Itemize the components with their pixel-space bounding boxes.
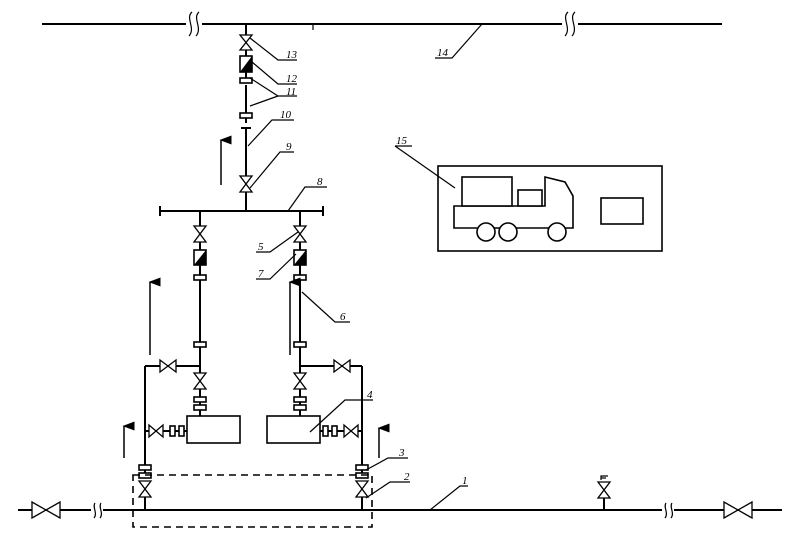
label-1: 1 [462,475,468,487]
pipe-break-icon [91,502,103,519]
label-3: 3 [398,447,405,459]
relief-valve-icon[interactable] [596,475,612,510]
label-10: 10 [280,109,292,121]
flange-icon [138,464,152,471]
gate-valve-icon[interactable] [137,480,153,498]
manifold-header [159,206,324,216]
pump-tank-left [186,415,241,444]
label-7: 7 [258,268,264,280]
flange-icon [193,404,207,411]
gate-valve-icon[interactable] [238,175,254,193]
gate-valve-icon[interactable] [238,34,254,51]
label-13: 13 [286,49,298,61]
gate-valve-icon[interactable] [192,372,208,390]
label-14: 14 [437,47,449,59]
flange-icon [239,112,253,119]
label-6: 6 [340,311,346,323]
gate-valve-icon[interactable] [333,358,351,374]
pipe-break-icon [562,11,578,37]
gate-valve-icon[interactable] [292,372,308,390]
gate-valve-icon[interactable] [148,423,164,439]
left-branch [137,211,241,510]
flange-icon [169,425,176,437]
pipe-break-icon [186,11,202,37]
flange-icon [293,396,307,403]
truck-cabinet [517,189,543,207]
flange-icon [193,396,207,403]
label-2: 2 [404,471,410,483]
flange-icon [293,274,307,281]
dashed-enclosure [132,474,373,528]
label-8: 8 [317,176,323,188]
flange-icon [293,404,307,411]
gate-valve-icon[interactable] [31,500,61,520]
gate-valve-icon[interactable] [159,358,177,374]
flange-icon [239,77,253,84]
truck-wheel [547,222,567,242]
flange-icon [178,425,185,437]
label-12: 12 [286,73,298,85]
flange-icon [293,341,307,348]
leader-lines [247,23,483,511]
pump-tank-right [266,415,321,444]
gate-valve-icon[interactable] [343,423,359,439]
gate-valve-icon[interactable] [723,500,753,520]
flange-icon [193,274,207,281]
check-valve-icon[interactable] [193,249,207,266]
label-4: 4 [367,389,373,401]
pump-truck-unit [437,165,663,252]
check-valve-icon[interactable] [239,55,253,73]
component-labels: 13 12 11 10 9 8 5 7 6 4 3 2 1 14 15 [258,47,468,487]
gate-valve-icon[interactable] [354,480,370,498]
flange-icon [193,341,207,348]
gate-valve-icon[interactable] [292,225,308,243]
control-cabin [600,197,644,225]
check-valve-icon[interactable] [293,249,307,266]
label-11: 11 [286,86,296,98]
right-branch [266,211,370,510]
pipe-break-icon [662,502,674,519]
truck-wheel [498,222,518,242]
truck-wheel [476,222,496,242]
gate-valve-icon[interactable] [192,225,208,243]
label-15: 15 [396,135,408,147]
truck-tank [461,176,513,207]
label-5: 5 [258,241,264,253]
flange-icon [322,425,329,437]
top-main-pipeline [42,23,722,30]
label-9: 9 [286,141,292,153]
flange-icon [331,425,338,437]
